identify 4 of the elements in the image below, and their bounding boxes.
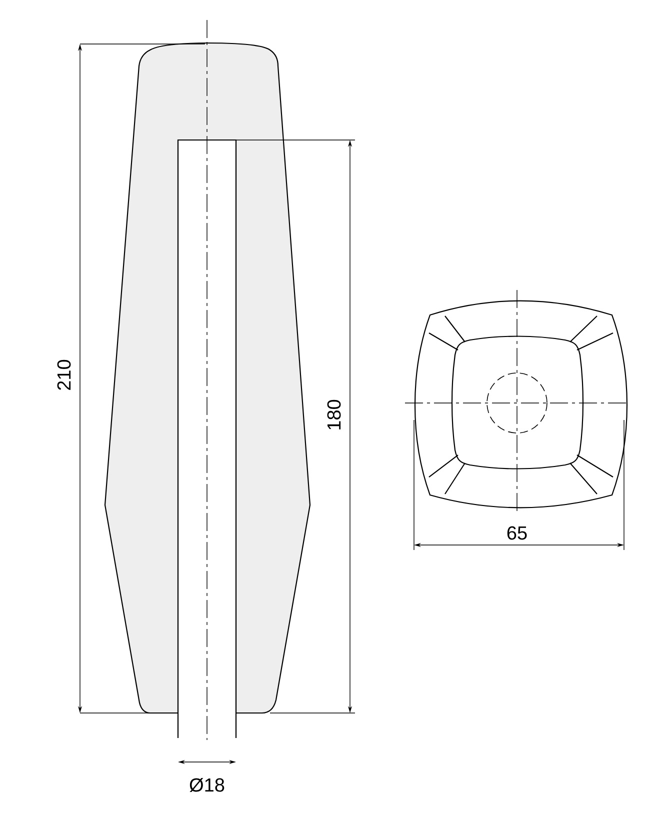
- dimension-label: 210: [57, 360, 71, 390]
- dimension-label: Ø18: [190, 778, 224, 792]
- dimension-label: 180: [327, 400, 341, 430]
- dimension-label: 65: [507, 526, 527, 540]
